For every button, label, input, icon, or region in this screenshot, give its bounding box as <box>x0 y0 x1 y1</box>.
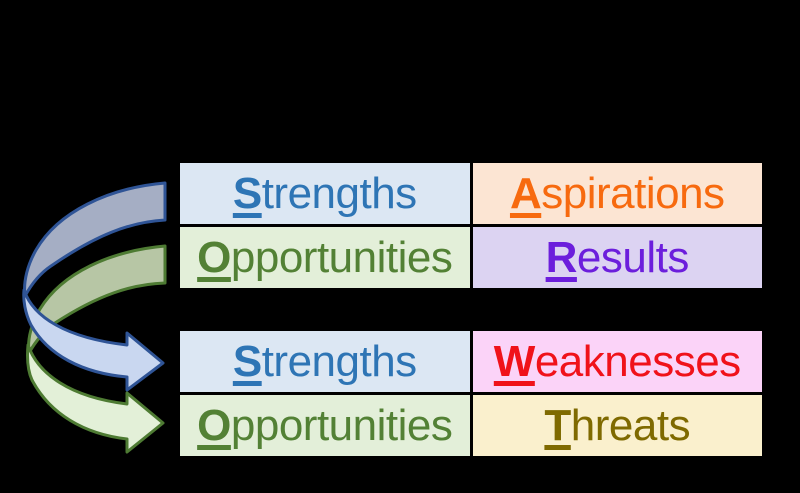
swot-threats-label: Threats <box>544 401 690 451</box>
swot-matrix: Strengths Weaknesses Opportunities Threa… <box>180 331 762 456</box>
soar-aspirations-label: Aspirations <box>510 169 725 219</box>
swot-threats-cell: Threats <box>472 395 762 456</box>
soar-aspirations-cell: Aspirations <box>472 163 762 224</box>
soar-aspirations-rest: spirations <box>541 168 725 218</box>
soar-opportunities-label: Opportunities <box>197 232 453 283</box>
soar-results-rest: esults <box>576 232 689 282</box>
swot-weaknesses-cell: Weaknesses <box>472 331 762 392</box>
soar-strengths-first-letter: S <box>232 168 262 218</box>
swot-weaknesses-rest: eaknesses <box>534 336 741 386</box>
swot-opportunities-label: Opportunities <box>197 400 453 451</box>
soar-opportunities-first-letter: O <box>197 232 231 282</box>
soar-matrix: Strengths Aspirations Opportunities Resu… <box>180 163 762 288</box>
swot-strengths-rest: trengths <box>261 336 417 386</box>
soar-strengths-rest: trengths <box>261 168 417 218</box>
swot-opportunities-cell: Opportunities <box>180 395 470 456</box>
swot-threats-rest: hreats <box>570 400 691 450</box>
soar-results-first-letter: R <box>545 232 578 282</box>
soar-results-label: Results <box>545 232 690 283</box>
swot-strengths-first-letter: S <box>232 336 262 386</box>
soar-aspirations-first-letter: A <box>509 168 542 218</box>
soar-opportunities-cell: Opportunities <box>180 227 470 288</box>
soar-strengths-label: Strengths <box>233 169 417 219</box>
swot-threats-first-letter: T <box>544 400 571 450</box>
soar-results-cell: Results <box>472 227 762 288</box>
swot-opportunities-rest: pportunities <box>230 400 453 450</box>
strengths-arrow-head-segment <box>22 288 165 392</box>
swot-weaknesses-label: Weaknesses <box>494 337 741 387</box>
swot-opportunities-first-letter: O <box>197 400 231 450</box>
swot-strengths-label: Strengths <box>233 337 417 387</box>
swot-weaknesses-first-letter: W <box>493 336 536 386</box>
swot-strengths-cell: Strengths <box>180 331 470 392</box>
soar-strengths-cell: Strengths <box>180 163 470 224</box>
soar-opportunities-rest: pportunities <box>230 232 453 282</box>
opportunities-arrow-head-segment <box>26 343 165 454</box>
